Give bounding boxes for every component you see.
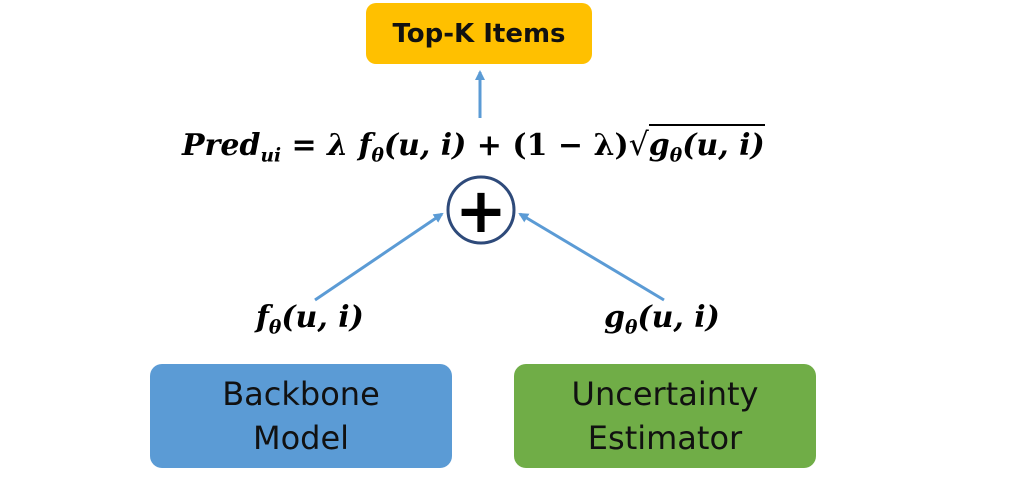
- uncertainty-estimator-label: Uncertainty Estimator: [571, 375, 759, 457]
- backbone-model-box: Backbone Model: [150, 364, 452, 468]
- f-theta-label: fθ(u, i): [256, 300, 364, 339]
- f-label-name: f: [256, 300, 269, 335]
- g-label-args: (u, i): [637, 300, 720, 335]
- formula-f-sub: θ: [371, 145, 384, 167]
- formula-plus: +: [466, 128, 513, 163]
- f-label-sub: θ: [268, 317, 282, 339]
- f-label-args: (u, i): [281, 300, 364, 335]
- formula-g-args: (u, i): [682, 128, 765, 163]
- sqrt-symbol: √: [628, 127, 649, 163]
- top-k-items-box: Top-K Items: [366, 3, 592, 64]
- formula-f: f: [358, 128, 372, 163]
- uncertainty-estimator-box: Uncertainty Estimator: [514, 364, 816, 468]
- g-theta-label: gθ(u, i): [604, 300, 720, 339]
- combine-circle: [446, 175, 516, 245]
- top-k-items-label: Top-K Items: [392, 18, 566, 49]
- plus-symbol: +: [455, 174, 507, 247]
- prediction-formula: Predui = λ fθ(u, i) + (1 − λ)√gθ(u, i): [182, 124, 765, 167]
- formula-lhs: Pred: [182, 128, 261, 163]
- formula-lambda: λ: [327, 128, 359, 163]
- g-label-name: g: [604, 300, 625, 335]
- formula-lhs-sub: ui: [260, 145, 282, 167]
- arrow-from-g: [518, 212, 665, 302]
- formula-coef: (1 − λ): [512, 128, 629, 163]
- formula-g: g: [648, 128, 670, 163]
- arrow-from-f: [314, 212, 444, 302]
- formula-eq: =: [281, 128, 328, 163]
- sqrt-body: gθ(u, i): [648, 124, 765, 167]
- formula-g-sub: θ: [669, 145, 683, 167]
- formula-f-args: (u, i): [383, 128, 467, 163]
- backbone-model-label: Backbone Model: [222, 375, 380, 457]
- g-label-sub: θ: [624, 317, 638, 339]
- combine-node: +: [446, 174, 516, 247]
